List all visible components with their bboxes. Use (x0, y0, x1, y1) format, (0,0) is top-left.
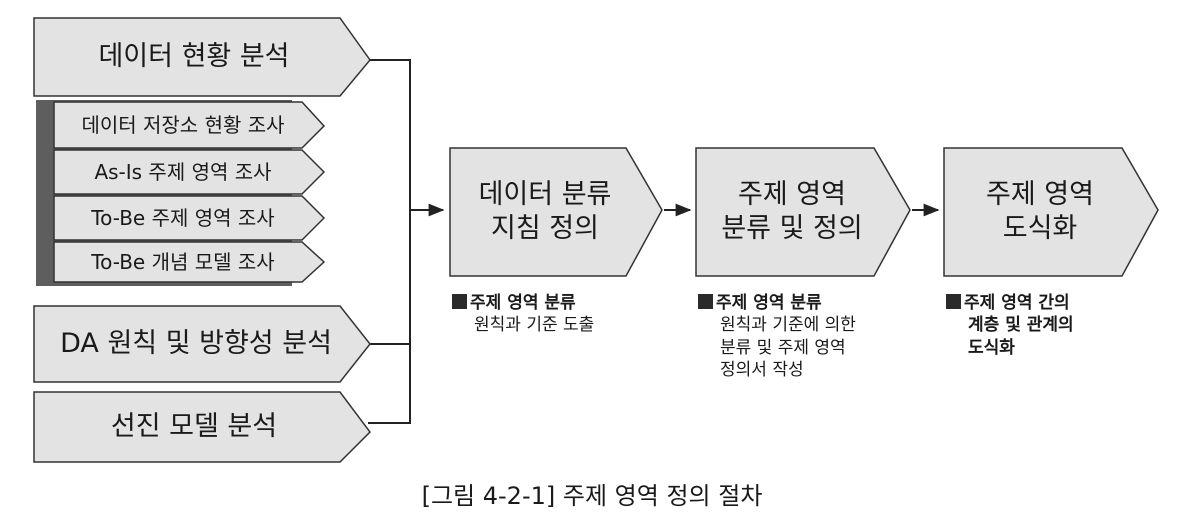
label-sub-item-2: As-Is 주제 영역 조사 (94, 159, 272, 184)
process-step-3-line2: 도식화 (1002, 213, 1078, 244)
process-step-1-line2: 지침 정의 (491, 213, 599, 244)
process-step-2-note: 주제 영역 분류 원칙과 기준에 의한 분류 및 주제 영역 정의서 작성 (698, 292, 928, 382)
process-step-3-shape (943, 147, 1159, 277)
connector-mid (368, 210, 411, 345)
label-advanced-model: 선진 모델 분석 (110, 411, 278, 443)
process-step-1-shape (449, 147, 663, 277)
process-step-2-line1: 주제 영역 (738, 179, 846, 211)
box-sub-item-4 (53, 241, 326, 283)
label-sub-item-3: To-Be 주제 영역 조사 (91, 205, 275, 230)
box-current-analysis (33, 17, 371, 97)
figure-caption: [그림 4-2-1] 주제 영역 정의 절차 (421, 482, 763, 510)
note-1-line-1: 원칙과 기준 도출 (474, 315, 595, 336)
note-1-title: 주제 영역 분류 (470, 293, 576, 313)
process-step-1-line1: 데이터 분류 (478, 179, 612, 211)
box-da-principle (33, 305, 371, 383)
label-sub-item-1: 데이터 저장소 현황 조사 (81, 112, 285, 137)
bullet-square-icon (698, 294, 713, 309)
connector-bottom (368, 210, 411, 424)
note-2-line-3: 정의서 작성 (720, 360, 804, 381)
label-da-principle: DA 원칙 및 방향성 분석 (60, 328, 332, 360)
box-sub-item-3 (53, 195, 326, 241)
box-sub-item-1 (53, 101, 326, 149)
note-2-line-1: 원칙과 기준에 의한 (720, 315, 856, 336)
process-step-2-line2: 분류 및 정의 (721, 213, 863, 244)
note-3-title: 주제 영역 간의 (964, 293, 1070, 313)
label-current-analysis: 데이터 현황 분석 (98, 41, 290, 73)
label-sub-item-4: To-Be 개념 모델 조사 (91, 249, 275, 274)
process-step-3-note: 주제 영역 간의 계층 및 관계의 도식화 (946, 292, 1176, 359)
process-step-3-line1: 주제 영역 (986, 179, 1094, 211)
connector-top (368, 59, 411, 210)
process-step-1-label: 데이터 분류 지침 정의 (450, 148, 640, 276)
process-step-2-label: 주제 영역 분류 및 정의 (696, 148, 888, 276)
process-step-1-note: 주제 영역 분류 원칙과 기준 도출 (452, 292, 672, 337)
note-2-title: 주제 영역 분류 (716, 293, 822, 313)
bullet-square-icon (946, 294, 961, 309)
note-3-line-2: 도식화 (968, 337, 1015, 358)
box-sub-item-2 (53, 149, 326, 195)
note-2-line-2: 분류 및 주제 영역 (720, 337, 846, 358)
note-3-line-1: 계층 및 관계의 (968, 315, 1074, 336)
bullet-square-icon (452, 294, 467, 309)
process-step-3-label: 주제 영역 도식화 (944, 148, 1136, 276)
box-advanced-model (33, 391, 371, 463)
process-step-2-shape (695, 147, 911, 277)
connector-lines (368, 59, 411, 424)
